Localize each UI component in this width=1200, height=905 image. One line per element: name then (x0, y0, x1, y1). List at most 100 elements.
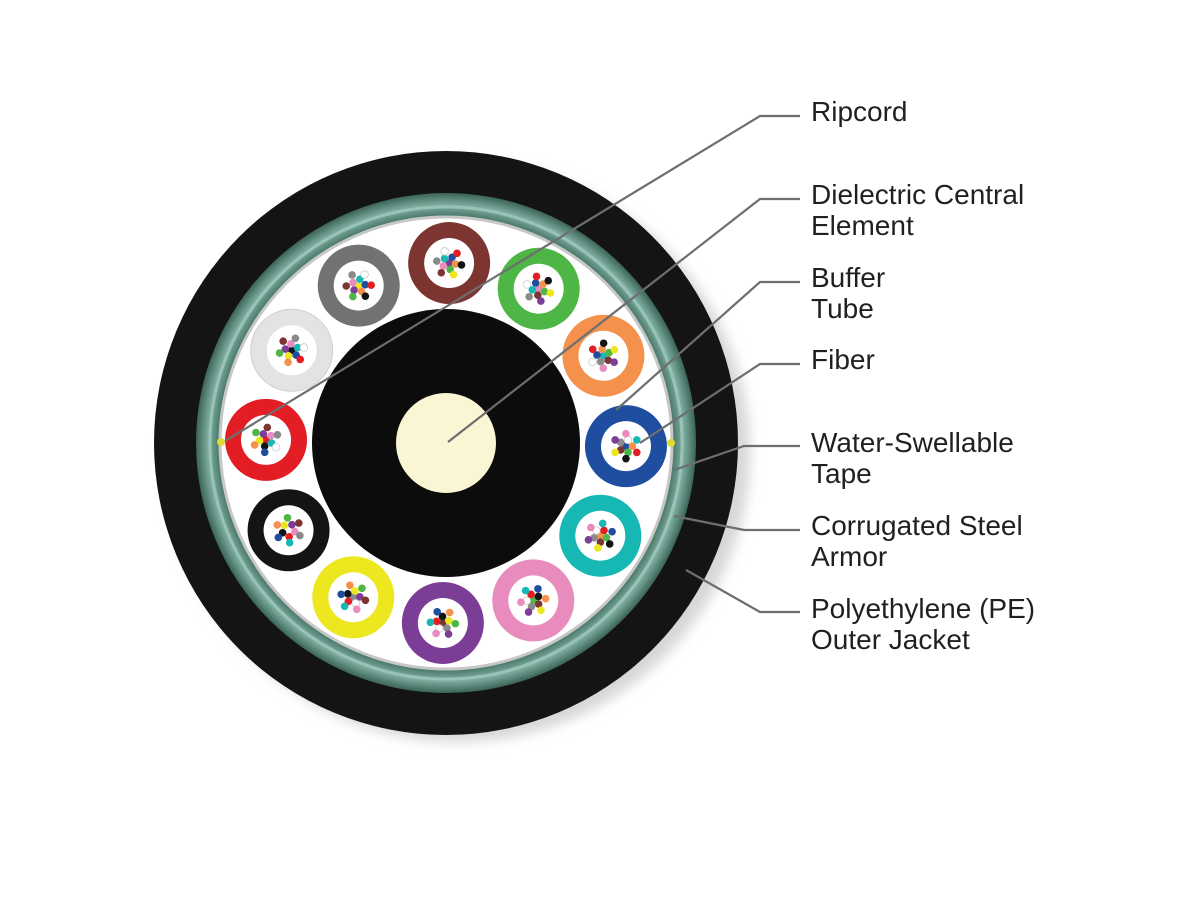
fiber (534, 592, 543, 601)
fiber (528, 286, 537, 294)
fiber (252, 428, 260, 437)
fiber (287, 340, 295, 348)
leader-line-dielectric-central-element (447, 197, 800, 443)
fiber (604, 356, 612, 364)
fiber (602, 533, 611, 542)
buffer-tube (408, 222, 491, 305)
leader-line-ripcord (224, 114, 800, 442)
fiber (433, 608, 441, 616)
fiber (444, 630, 453, 638)
buffer-tube (562, 314, 645, 397)
ripcord-left (217, 438, 225, 446)
fiber (299, 343, 309, 352)
fiber (273, 430, 282, 439)
fiber (279, 337, 287, 345)
buffer-tube (225, 398, 308, 481)
buffer-tube (247, 489, 330, 572)
fiber (337, 590, 345, 599)
fiber (274, 533, 283, 542)
buffer-tube (492, 559, 575, 642)
fiber (633, 436, 641, 444)
leader-line-pe-outer-jacket (685, 569, 800, 614)
fiber (525, 292, 533, 301)
fiber (440, 254, 449, 263)
fiber (537, 297, 545, 305)
fiber (451, 260, 460, 268)
fiber (610, 345, 619, 354)
buffer-tube (317, 244, 400, 327)
fiber (354, 281, 363, 290)
fiber (349, 292, 357, 301)
fiber (611, 448, 619, 457)
leader-line-water-swellable-tape (673, 444, 800, 472)
fiber (343, 590, 352, 598)
label-buffer-tube: Buffer Tube (811, 262, 886, 324)
fiber (361, 292, 370, 300)
fiber (622, 454, 630, 463)
fiber (361, 596, 370, 605)
label-fiber: Fiber (811, 344, 875, 375)
fiber (534, 284, 543, 293)
fiber (288, 520, 296, 529)
fiber (287, 346, 296, 355)
fiber (544, 276, 553, 285)
fiber (440, 247, 449, 256)
fiber (598, 519, 607, 528)
fiber (537, 606, 545, 615)
fiber (280, 521, 289, 530)
fiber (584, 535, 593, 544)
fiber (517, 598, 525, 606)
fiber (524, 608, 533, 616)
buffer-tubes (225, 222, 667, 664)
fiber (250, 441, 259, 449)
buffer-tube (250, 308, 334, 392)
fiber (295, 519, 303, 527)
fiber (355, 593, 364, 601)
fiber (291, 334, 300, 343)
fiber (350, 286, 358, 294)
fiber (445, 608, 454, 617)
fiber (534, 291, 542, 299)
fiber (527, 590, 535, 599)
fiber (596, 538, 605, 547)
fiber (267, 431, 275, 440)
buffer-tube (497, 247, 580, 330)
fiber (437, 268, 446, 277)
fiber (255, 436, 264, 445)
fiber (608, 527, 616, 536)
fiber (285, 532, 293, 541)
fiber (438, 612, 447, 621)
fiber (605, 540, 614, 548)
fiber (259, 430, 268, 438)
fiber (281, 345, 290, 353)
fiber (594, 544, 602, 552)
label-pe-outer-jacket: Polyethylene (PE) Outer Jacket (811, 593, 1036, 655)
fiber (611, 436, 619, 444)
fiber (263, 423, 272, 432)
fiber (599, 351, 608, 360)
fiber (361, 280, 369, 289)
fiber (296, 531, 304, 540)
fiber (453, 249, 461, 258)
fiber (593, 351, 601, 359)
fiber (445, 259, 453, 267)
fiber (599, 339, 608, 348)
fiber (443, 624, 451, 632)
fiber (439, 262, 448, 270)
label-corrugated-steel-armor: Corrugated Steel Armor (811, 510, 1023, 572)
leader-line-fiber (639, 362, 800, 444)
fiber (598, 345, 606, 354)
fiber (522, 280, 532, 289)
fiber (426, 618, 435, 627)
leader-line-corrugated-steel-armor (673, 514, 800, 532)
fiber (624, 448, 632, 457)
fiber (360, 270, 369, 279)
fiber (457, 261, 466, 269)
dielectric-central-element (396, 393, 496, 493)
fiber (260, 442, 269, 451)
fiber (600, 526, 608, 535)
fiber (541, 594, 550, 603)
fiber (445, 616, 453, 625)
fiber (340, 602, 349, 611)
